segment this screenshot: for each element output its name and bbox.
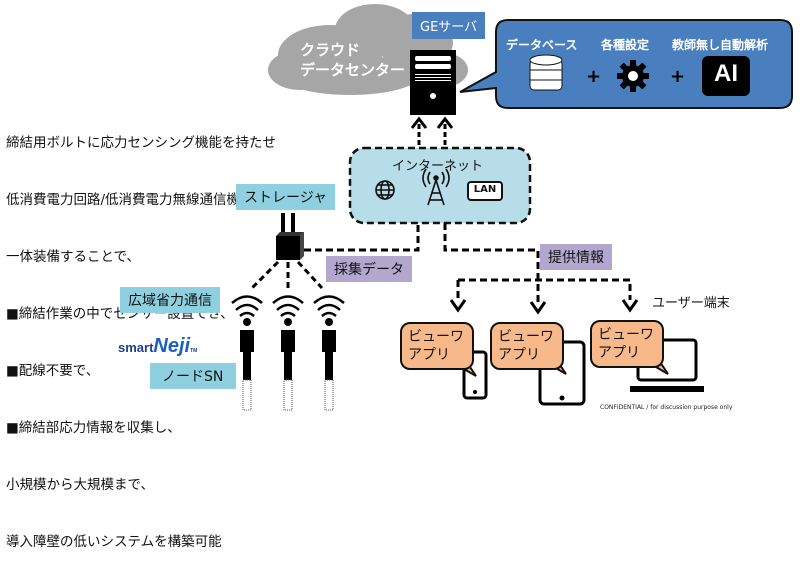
description-line: ■締結部応力情報を収集し、 bbox=[6, 420, 181, 436]
lan-box bbox=[467, 181, 503, 201]
up-arrows bbox=[410, 116, 454, 145]
cloud-label-line1: クラウド bbox=[300, 41, 361, 59]
database-icon bbox=[529, 54, 563, 91]
service-label-ai: 教師無し自動解析 bbox=[672, 38, 769, 52]
service-label-database: データベース bbox=[506, 38, 578, 52]
description-line: 小規模から大規模まで、 bbox=[6, 477, 154, 493]
ai-icon: AI bbox=[714, 60, 738, 87]
antenna-tower-icon bbox=[422, 168, 450, 206]
cloud-label: クラウド データセンター bbox=[300, 40, 405, 80]
viewer-app-line1: ビューワ bbox=[408, 329, 464, 345]
viewer-app-bubble-2: ビューワ アプリ bbox=[490, 322, 564, 370]
description-line: ■配線不要で、 bbox=[6, 363, 100, 379]
plus-sign-1: + bbox=[586, 66, 602, 87]
description-text: 締結用ボルトに応力センシング機能を持たせ 低消費電力回路/低消費電力無線通信機能… bbox=[6, 96, 276, 571]
description-line: 一体装備することで、 bbox=[6, 249, 141, 265]
sensor-bolt-3 bbox=[313, 295, 345, 411]
viewer-app-bubble-1: ビューワ アプリ bbox=[400, 322, 474, 370]
gear-icon bbox=[617, 60, 649, 92]
sensor-bolt-2 bbox=[272, 295, 304, 411]
description-line: 締結用ボルトに応力センシング機能を持たせ bbox=[6, 135, 276, 151]
logo-smart: smart bbox=[118, 340, 154, 355]
node-sn-label: ノードSN bbox=[150, 363, 236, 389]
description-line: 導入障壁の低いシステムを構築可能 bbox=[6, 534, 222, 550]
logo-neji: Neji bbox=[153, 335, 191, 357]
service-label-settings: 各種設定 bbox=[601, 38, 650, 52]
description-line: 低消費電力回路/低消費電力無線通信機能を bbox=[6, 192, 268, 208]
viewer-app-bubble-3: ビューワ アプリ bbox=[590, 320, 664, 368]
diagram-graphics bbox=[231, 4, 793, 411]
viewer-app-line1: ビューワ bbox=[598, 327, 654, 343]
viewer-app-line2: アプリ bbox=[498, 347, 540, 363]
smartneji-logo: smartNejiTM bbox=[118, 335, 197, 358]
collect-data-label: 採集データ bbox=[326, 256, 412, 282]
provide-info-label: 提供情報 bbox=[540, 244, 612, 270]
ai-icon-box bbox=[702, 56, 750, 96]
internet-title: インターネット bbox=[392, 159, 484, 174]
user-terminal-label: ユーザー端末 bbox=[652, 296, 730, 311]
viewer-app-line2: アプリ bbox=[598, 345, 640, 361]
collect-data-line bbox=[304, 223, 420, 252]
sensor-links bbox=[250, 260, 324, 290]
storage-device-icon bbox=[276, 213, 304, 260]
provide-data-lines bbox=[443, 223, 632, 302]
logo-tm: TM bbox=[190, 348, 198, 354]
globe-icon bbox=[375, 180, 395, 200]
wide-area-label: 広域省力通信 bbox=[120, 287, 220, 313]
viewer-app-line1: ビューワ bbox=[498, 329, 554, 345]
internet-box bbox=[348, 146, 532, 225]
server-label: GEサーバ bbox=[412, 12, 486, 39]
plus-sign-2: + bbox=[670, 66, 686, 87]
lan-label: LAN bbox=[473, 184, 497, 195]
storage-label: ストレージャ bbox=[236, 184, 336, 210]
server-icon bbox=[410, 50, 456, 115]
viewer-app-line2: アプリ bbox=[408, 347, 450, 363]
confidential-notice: CONFIDENTIAL / for discussion purpose on… bbox=[600, 404, 733, 411]
sensor-bolt-1 bbox=[231, 295, 263, 411]
cloud-label-line2: データセンター bbox=[300, 61, 406, 79]
provide-arrowheads bbox=[449, 299, 639, 315]
